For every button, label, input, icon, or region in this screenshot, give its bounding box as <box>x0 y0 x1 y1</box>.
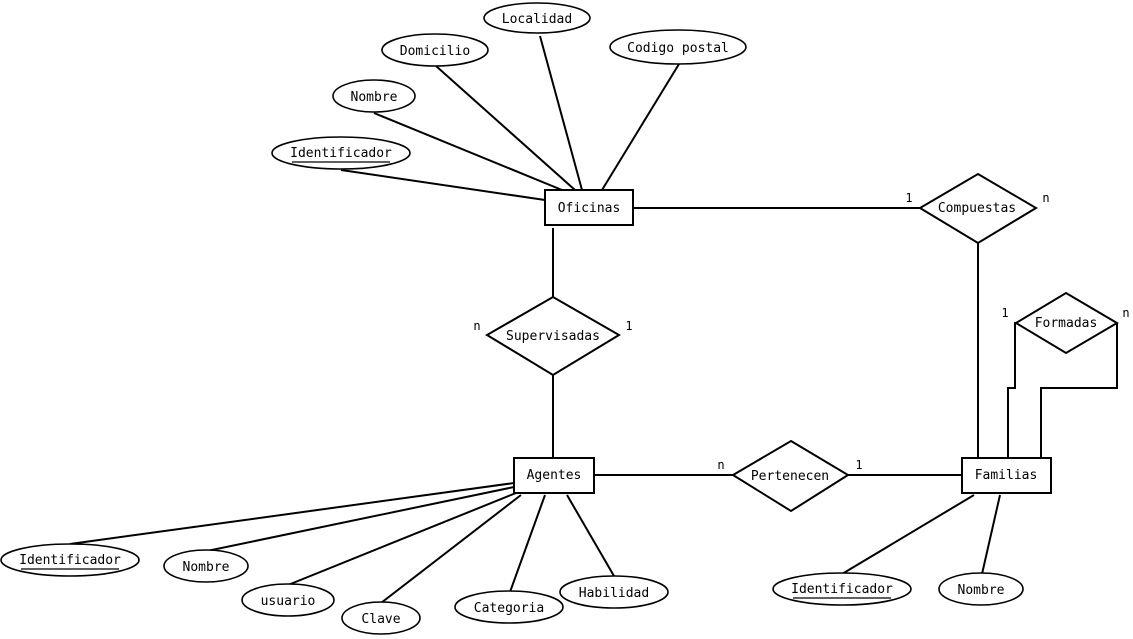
attribute-label: Identificador <box>290 146 392 161</box>
attribute-familias-nombre: Nombre <box>938 572 1024 606</box>
line-agentes-identificador <box>69 482 515 545</box>
attribute-oficinas-localidad: Localidad <box>483 2 591 34</box>
cardinality-compuestas-familias: n <box>1042 191 1049 205</box>
attribute-label: Localidad <box>502 12 572 27</box>
attribute-label: usuario <box>261 594 316 609</box>
attribute-familias-identificador-key: Identificador <box>772 572 912 606</box>
attribute-label: Categoria <box>474 601 544 616</box>
line-familias-identificador <box>841 494 975 575</box>
cardinality-compuestas-oficinas: 1 <box>905 191 912 205</box>
attribute-agentes-categoria: Categoria <box>454 590 564 624</box>
attribute-oficinas-nombre: Nombre <box>332 79 416 113</box>
line-familias-nombre <box>981 494 1001 575</box>
attribute-oficinas-identificador-key: Identificador <box>271 136 411 170</box>
attribute-label: Codigo postal <box>627 41 729 56</box>
relationship-compuestas: Compuestas <box>918 172 1038 245</box>
cardinality-supervisadas-agentes: n <box>473 319 480 333</box>
line-agentes-habilidad <box>566 494 615 577</box>
cardinality-formadas-left: 1 <box>1001 306 1008 320</box>
cardinality-pertenecen-agentes: n <box>717 458 724 472</box>
attribute-oficinas-codigo-postal: Codigo postal <box>609 29 747 65</box>
entity-familias: Familias <box>961 457 1052 494</box>
cardinality-pertenecen-familias: 1 <box>855 458 862 472</box>
line-oficinas-identificador <box>340 169 546 201</box>
entity-label: Agentes <box>527 468 582 483</box>
relationship-supervisadas: Supervisadas <box>485 295 621 377</box>
attribute-label: Domicilio <box>400 44 470 59</box>
relationship-label: Supervisadas <box>506 329 600 344</box>
attribute-agentes-nombre: Nombre <box>163 549 249 583</box>
attribute-label: Identificador <box>791 582 893 597</box>
relationship-label: Formadas <box>1035 316 1098 331</box>
entity-label: Oficinas <box>558 201 621 216</box>
line-oficinas-nombre <box>373 112 563 191</box>
attribute-oficinas-domicilio: Domicilio <box>381 33 489 67</box>
cardinality-formadas-right: n <box>1122 306 1129 320</box>
line-oficinas-codigo-postal <box>601 63 680 191</box>
line-oficinas-domicilio <box>435 65 576 191</box>
line-agentes-usuario <box>287 492 517 586</box>
line-formadas-right <box>1040 323 1118 458</box>
relationship-label: Pertenecen <box>751 469 829 484</box>
attribute-label: Nombre <box>183 560 230 575</box>
attribute-label: Nombre <box>958 583 1005 598</box>
line-agentes-nombre <box>206 486 515 552</box>
line-agentes-categoria <box>509 494 546 593</box>
entity-oficinas: Oficinas <box>544 189 634 226</box>
relationship-formadas: Formadas <box>1014 291 1119 355</box>
entity-agentes: Agentes <box>513 457 595 494</box>
attribute-agentes-identificador-key: Identificador <box>0 543 140 577</box>
relationship-label: Compuestas <box>938 201 1016 216</box>
attribute-agentes-clave: Clave <box>341 601 421 635</box>
line-oficinas-localidad <box>539 35 583 191</box>
attribute-agentes-usuario: usuario <box>241 583 335 617</box>
line-formadas-left <box>1007 322 1016 458</box>
entity-label: Familias <box>975 468 1038 483</box>
attribute-label: Habilidad <box>579 586 649 601</box>
line-agentes-clave <box>380 494 522 604</box>
attribute-label: Clave <box>361 612 400 627</box>
attribute-label: Nombre <box>351 90 398 105</box>
attribute-label: Identificador <box>19 553 121 568</box>
cardinality-supervisadas-oficinas: 1 <box>625 319 632 333</box>
relationship-pertenecen: Pertenecen <box>731 439 850 513</box>
attribute-agentes-habilidad: Habilidad <box>559 575 669 609</box>
